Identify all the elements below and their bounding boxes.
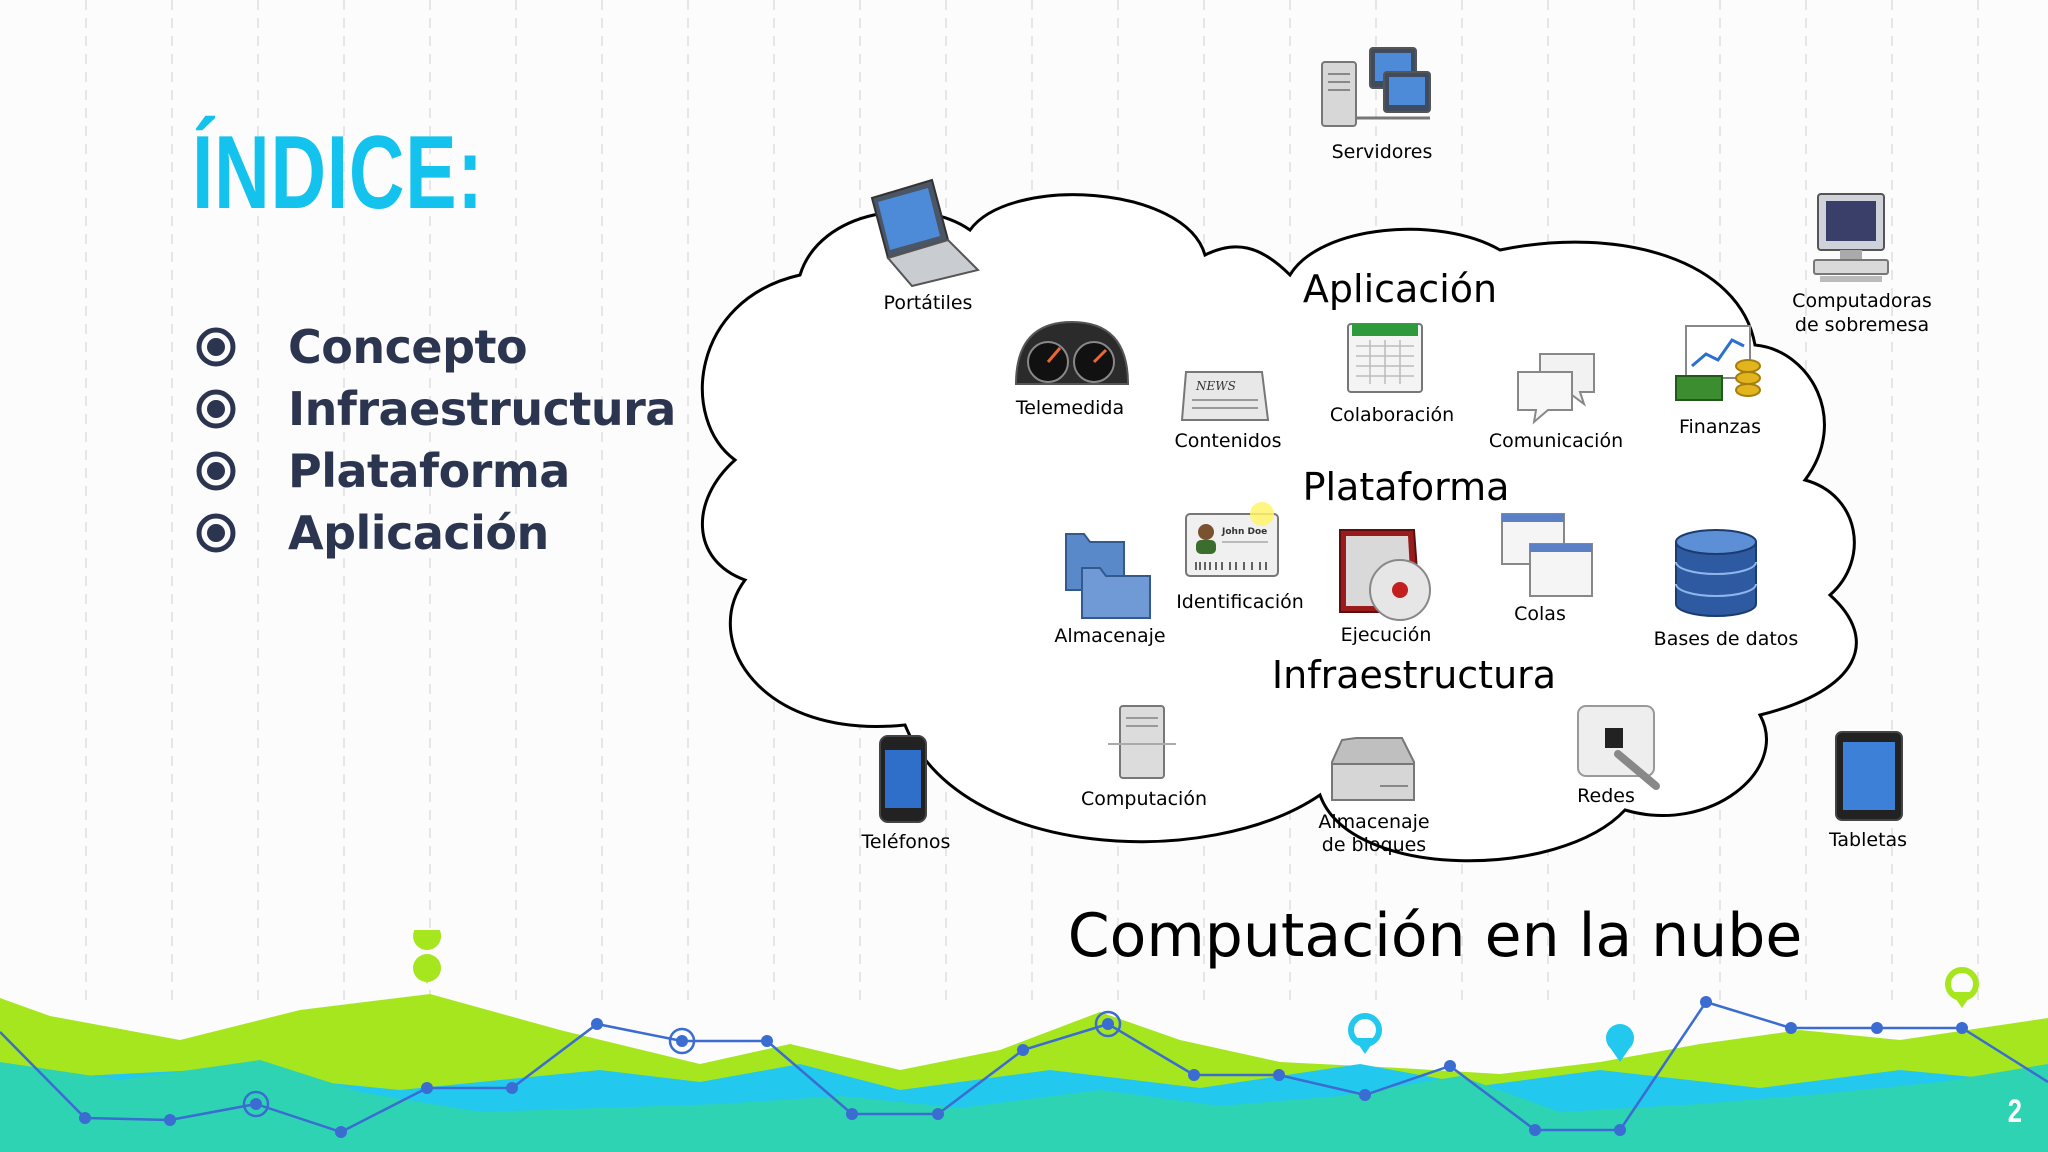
platform-item-label: Identificación	[1176, 591, 1304, 613]
platform-item-label: Bases de datos	[1654, 628, 1799, 650]
layer-title-platform: Plataforma	[1303, 465, 1510, 509]
desktop-computer-icon	[1814, 194, 1888, 282]
layer-title-application: Aplicación	[1303, 267, 1497, 311]
platform-item-label: Ejecución	[1341, 624, 1432, 646]
map-pin-icon	[1351, 1016, 1379, 1054]
id-card-name: John Doe	[1221, 527, 1267, 537]
database-icon	[1676, 530, 1756, 616]
map-pin-icon	[1606, 1024, 1634, 1062]
tablets-label: Tabletas	[1828, 829, 1907, 851]
laptops-label: Portátiles	[884, 292, 973, 314]
finance-chart-icon	[1676, 326, 1760, 400]
app-item-label: Comunicación	[1489, 430, 1623, 452]
app-item-label: Contenidos	[1175, 430, 1282, 452]
calendar-icon	[1348, 324, 1422, 392]
infra-item-label: Computación	[1081, 788, 1207, 810]
layer-title-infrastructure: Infraestructura	[1272, 653, 1556, 697]
servers-icon	[1322, 48, 1430, 126]
phones-label: Teléfonos	[861, 831, 951, 853]
app-item-label: Colaboración	[1330, 404, 1454, 426]
app-item-label: Telemedida	[1015, 397, 1124, 419]
infra-item-label: Redes	[1577, 785, 1635, 807]
id-card-icon: John Doe	[1186, 502, 1278, 576]
map-pin-icon	[1948, 970, 1976, 1008]
bottom-strip	[0, 1140, 2048, 1152]
newspaper-icon: NEWS	[1182, 372, 1268, 420]
decorative-footer	[0, 930, 2048, 1152]
block-storage-label-line2: de bloques	[1322, 834, 1426, 856]
map-pin-icon	[413, 930, 441, 984]
hard-drive-icon	[1332, 738, 1414, 800]
platform-item-label: Almacenaje	[1054, 625, 1165, 647]
desktops-label-line1: Computadoras	[1792, 290, 1932, 312]
block-storage-label-line1: Almacenaje	[1318, 811, 1429, 833]
news-label: NEWS	[1195, 379, 1236, 393]
cloud-shape	[702, 195, 1856, 861]
network-port-icon	[1578, 706, 1656, 786]
tablet-icon	[1836, 732, 1902, 820]
page-number: 2	[2008, 1093, 2022, 1130]
phone-icon	[880, 736, 926, 822]
app-item-label: Finanzas	[1679, 416, 1761, 438]
platform-item-label: Colas	[1514, 603, 1566, 625]
desktops-label-line2: de sobremesa	[1795, 314, 1929, 336]
servers-label: Servidores	[1332, 141, 1433, 163]
